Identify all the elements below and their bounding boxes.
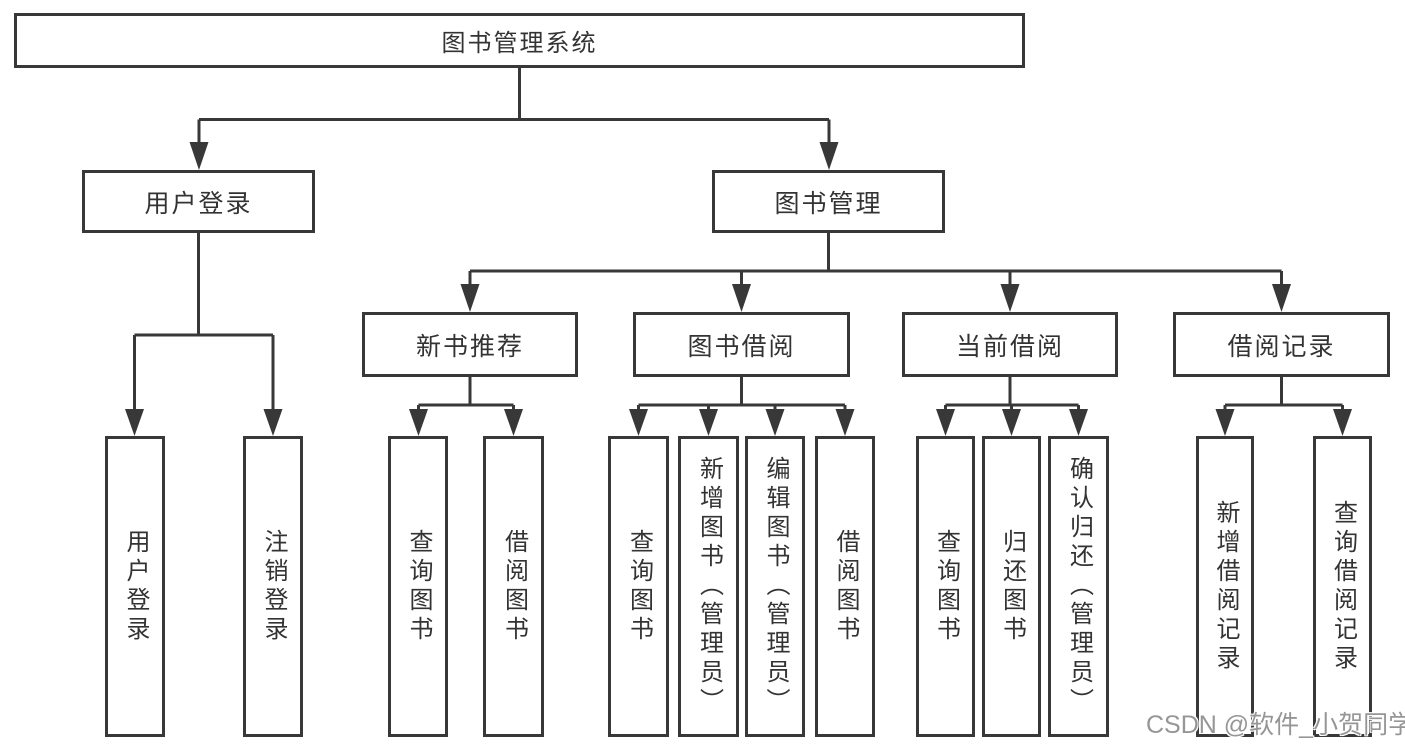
arrowhead-icon: [699, 409, 718, 436]
arrowhead-icon: [504, 409, 523, 436]
leaf-newbooks-borrow: 借阅图书: [483, 436, 544, 737]
node-label: 查询图书: [932, 528, 960, 645]
connector-userlogin-to-leaves: [133, 233, 275, 409]
arrowhead-icon: [1069, 409, 1088, 436]
node-label: 查询图书: [405, 528, 432, 645]
arrowhead-icon: [189, 142, 209, 170]
arrowhead-icon: [629, 409, 648, 436]
node-label: 用户登录: [122, 528, 149, 645]
node-current-borrow: 当前借阅: [902, 312, 1118, 377]
node-label: 当前借阅: [955, 332, 1064, 361]
connector-newbooks-to-leaves: [417, 377, 515, 409]
connector-paths: [133, 68, 1344, 409]
node-book-borrow: 图书借阅: [633, 312, 850, 377]
node-label: 用户登录: [144, 189, 253, 218]
arrowhead-icon: [1215, 409, 1235, 436]
leaf-logout: 注销登录: [243, 436, 303, 737]
node-borrow-records: 借阅记录: [1173, 312, 1390, 377]
node-label: 图书管理: [774, 189, 883, 218]
node-user-login: 用户登录: [82, 170, 315, 233]
leaf-borrow-query: 查询图书: [608, 436, 669, 737]
node-root: 图书管理系统: [14, 13, 1025, 68]
node-book-management: 图书管理: [712, 170, 945, 233]
node-label: 借阅图书: [832, 528, 859, 645]
arrowhead-icon: [125, 409, 144, 436]
node-label: 归还图书: [998, 528, 1026, 645]
leaf-borrow-borrow: 借阅图书: [815, 436, 875, 737]
arrowhead-icon: [835, 409, 855, 436]
arrowheads: [125, 142, 1352, 436]
node-label: 新增借阅记录: [1212, 499, 1239, 674]
leaf-records-query: 查询借阅记录: [1313, 436, 1372, 737]
connector-current-to-leaves: [944, 377, 1080, 409]
arrowhead-icon: [765, 409, 785, 436]
leaf-borrow-add-admin: 新增图书（管理员）: [678, 436, 739, 737]
node-label: 编辑图书（管理员）: [762, 456, 789, 717]
node-label: 查询图书: [625, 528, 653, 645]
node-label: 借阅图书: [500, 528, 528, 645]
leaf-records-add: 新增借阅记录: [1196, 436, 1254, 737]
leaf-newbooks-query: 查询图书: [388, 436, 448, 737]
arrowhead-icon: [409, 409, 428, 436]
arrowhead-icon: [732, 284, 751, 312]
connector-bookmgmt-to-level3: [468, 233, 1283, 284]
arrowhead-icon: [1333, 409, 1352, 436]
node-label: 确认归还（管理员）: [1065, 456, 1093, 717]
node-label: 图书借阅: [687, 332, 796, 361]
arrowhead-icon: [936, 409, 955, 436]
arrowhead-icon: [460, 284, 480, 312]
connector-borrow-to-leaves: [637, 377, 847, 409]
arrowhead-icon: [1002, 409, 1021, 436]
arrowhead-icon: [263, 409, 283, 436]
node-label: 新书推荐: [415, 332, 524, 361]
leaf-current-confirm-admin: 确认归还（管理员）: [1048, 436, 1109, 737]
node-label: 图书管理系统: [441, 30, 598, 57]
arrowhead-icon: [1000, 284, 1020, 312]
node-label: 查询借阅记录: [1329, 499, 1357, 674]
arrowhead-icon: [819, 142, 839, 170]
arrowhead-icon: [1272, 284, 1291, 312]
connector-root-to-level2: [197, 68, 831, 142]
node-label: 借阅记录: [1227, 332, 1336, 361]
leaf-user-login: 用户登录: [105, 436, 165, 737]
node-new-book-recommend: 新书推荐: [362, 312, 578, 377]
leaf-current-query: 查询图书: [916, 436, 975, 737]
node-label: 新增图书（管理员）: [695, 456, 723, 717]
leaf-borrow-edit-admin: 编辑图书（管理员）: [745, 436, 805, 737]
leaf-current-return: 归还图书: [982, 436, 1041, 737]
node-label: 注销登录: [260, 528, 287, 645]
connector-records-to-leaves: [1223, 377, 1344, 409]
watermark: CSDN @软件_小贺同学: [1146, 711, 1405, 739]
